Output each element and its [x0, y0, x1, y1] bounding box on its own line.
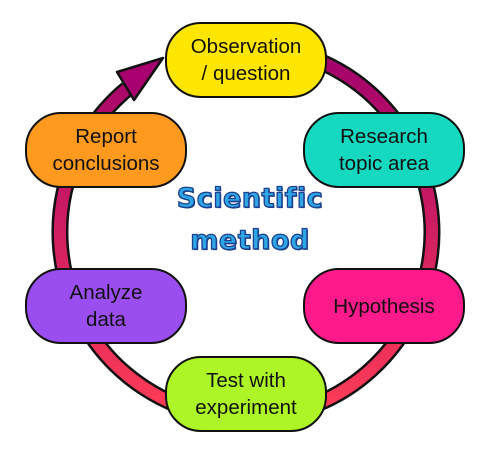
diagram-title: Scientific method — [176, 182, 324, 256]
step-research-topic-area: Research topic area — [303, 112, 465, 188]
step-test-with-experiment: Test with experiment — [165, 356, 327, 432]
step-hypothesis: Hypothesis — [303, 268, 465, 344]
step-observation-question: Observation / question — [165, 22, 327, 98]
step-report-conclusions: Report conclusions — [25, 112, 187, 188]
cycle-arrowhead — [115, 56, 165, 102]
step-analyze-data: Analyze data — [25, 268, 187, 344]
